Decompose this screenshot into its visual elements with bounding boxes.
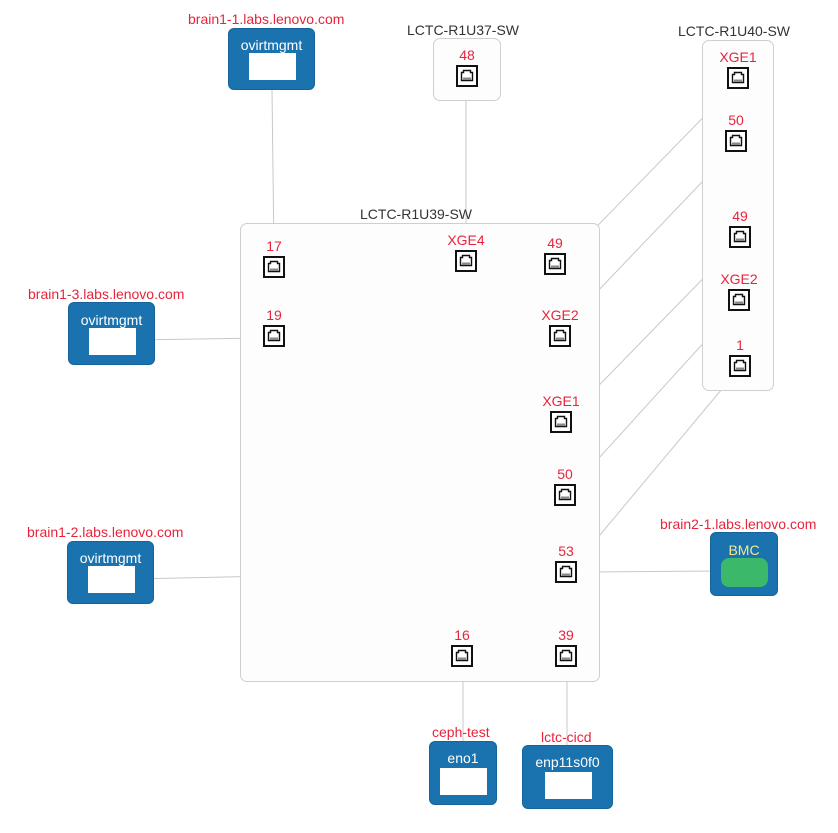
switch-title-r1u40: LCTC-R1U40-SW: [678, 23, 791, 39]
host-title-brain2-1: brain2-1.labs.lenovo.com: [660, 516, 817, 532]
link-r1u40-1-to-53: [578, 382, 728, 561]
interface-name: ovirtmgmt: [79, 550, 142, 566]
host-brain1-2[interactable]: ovirtmgmt: [67, 541, 154, 604]
port-r1u39-xge2[interactable]: XGE2: [540, 307, 580, 347]
host-brain1-1[interactable]: ovirtmgmt: [228, 28, 315, 90]
bmc-port[interactable]: [721, 558, 768, 587]
port-label: XGE1: [719, 49, 757, 65]
port-label: 50: [557, 466, 573, 482]
ethernet-port-icon: [725, 130, 747, 152]
port-label: 50: [728, 112, 744, 128]
ethernet-port-icon: [263, 256, 285, 278]
port-label: 39: [558, 627, 574, 643]
port-label: 48: [459, 47, 475, 63]
host-title-ceph-test: ceph-test: [432, 724, 490, 740]
interface-port[interactable]: [88, 566, 135, 593]
port-label: 16: [454, 627, 470, 643]
host-ceph-test[interactable]: eno1: [429, 741, 497, 805]
port-r1u39-xge1[interactable]: XGE1: [541, 393, 581, 433]
port-r1u40-xge1[interactable]: XGE1: [718, 49, 758, 89]
interface-name: ovirtmgmt: [240, 37, 303, 53]
port-label: XGE2: [720, 271, 758, 287]
ethernet-port-icon: [555, 561, 577, 583]
port-r1u40-49[interactable]: 49: [720, 208, 760, 248]
port-label: 19: [266, 307, 282, 323]
ethernet-port-icon: [456, 65, 478, 87]
port-label: XGE4: [447, 232, 485, 248]
ethernet-port-icon: [554, 484, 576, 506]
interface-name: enp11s0f0: [535, 754, 600, 770]
switch-r1u40[interactable]: [702, 40, 774, 391]
port-label: XGE1: [542, 393, 580, 409]
host-title-brain1-3: brain1-3.labs.lenovo.com: [28, 286, 185, 302]
port-r1u39-39[interactable]: 39: [546, 627, 586, 667]
port-r1u39-53[interactable]: 53: [546, 543, 586, 583]
port-r1u40-50[interactable]: 50: [716, 112, 756, 152]
interface-port[interactable]: [545, 772, 592, 799]
ethernet-port-icon: [549, 325, 571, 347]
interface-port[interactable]: [440, 768, 487, 795]
ethernet-port-icon: [263, 325, 285, 347]
ethernet-port-icon: [727, 67, 749, 89]
port-r1u40-xge2[interactable]: XGE2: [719, 271, 759, 311]
interface-name: BMC: [728, 542, 760, 558]
host-lctc-cicd[interactable]: enp11s0f0: [522, 745, 613, 809]
port-r1u39-16[interactable]: 16: [442, 627, 482, 667]
port-label: 53: [558, 543, 574, 559]
ethernet-port-icon: [728, 289, 750, 311]
interface-name: ovirtmgmt: [80, 312, 143, 328]
port-label: 49: [732, 208, 748, 224]
port-r1u37-48[interactable]: 48: [447, 47, 487, 87]
port-label: 17: [266, 238, 282, 254]
ethernet-port-icon: [451, 645, 473, 667]
port-r1u39-50[interactable]: 50: [545, 466, 585, 506]
link-53-to-brain2-1: [588, 570, 721, 573]
ethernet-port-icon: [544, 253, 566, 275]
host-title-lctc-cicd: lctc-cicd: [541, 729, 592, 745]
port-r1u39-xge4[interactable]: XGE4: [446, 232, 486, 272]
ethernet-port-icon: [729, 355, 751, 377]
port-r1u39-17[interactable]: 17: [254, 238, 294, 278]
switch-r1u39[interactable]: [240, 223, 600, 682]
port-r1u39-49[interactable]: 49: [535, 235, 575, 275]
interface-name: eno1: [447, 750, 479, 766]
switch-title-r1u37: LCTC-R1U37-SW: [407, 22, 520, 38]
host-brain2-1[interactable]: BMC: [710, 532, 778, 596]
ethernet-port-icon: [550, 411, 572, 433]
ethernet-port-icon: [555, 645, 577, 667]
ethernet-port-icon: [455, 250, 477, 272]
interface-port[interactable]: [249, 53, 296, 80]
host-title-brain1-2: brain1-2.labs.lenovo.com: [27, 524, 184, 540]
port-r1u40-1[interactable]: 1: [720, 337, 760, 377]
port-label: 1: [736, 337, 744, 353]
port-label: 49: [547, 235, 563, 251]
ethernet-port-icon: [729, 226, 751, 248]
host-brain1-3[interactable]: ovirtmgmt: [68, 302, 155, 365]
port-r1u39-19[interactable]: 19: [254, 307, 294, 347]
switch-title-r1u39: LCTC-R1U39-SW: [360, 206, 473, 222]
port-label: XGE2: [541, 307, 579, 323]
host-title-brain1-1: brain1-1.labs.lenovo.com: [188, 11, 345, 27]
interface-port[interactable]: [89, 328, 136, 355]
